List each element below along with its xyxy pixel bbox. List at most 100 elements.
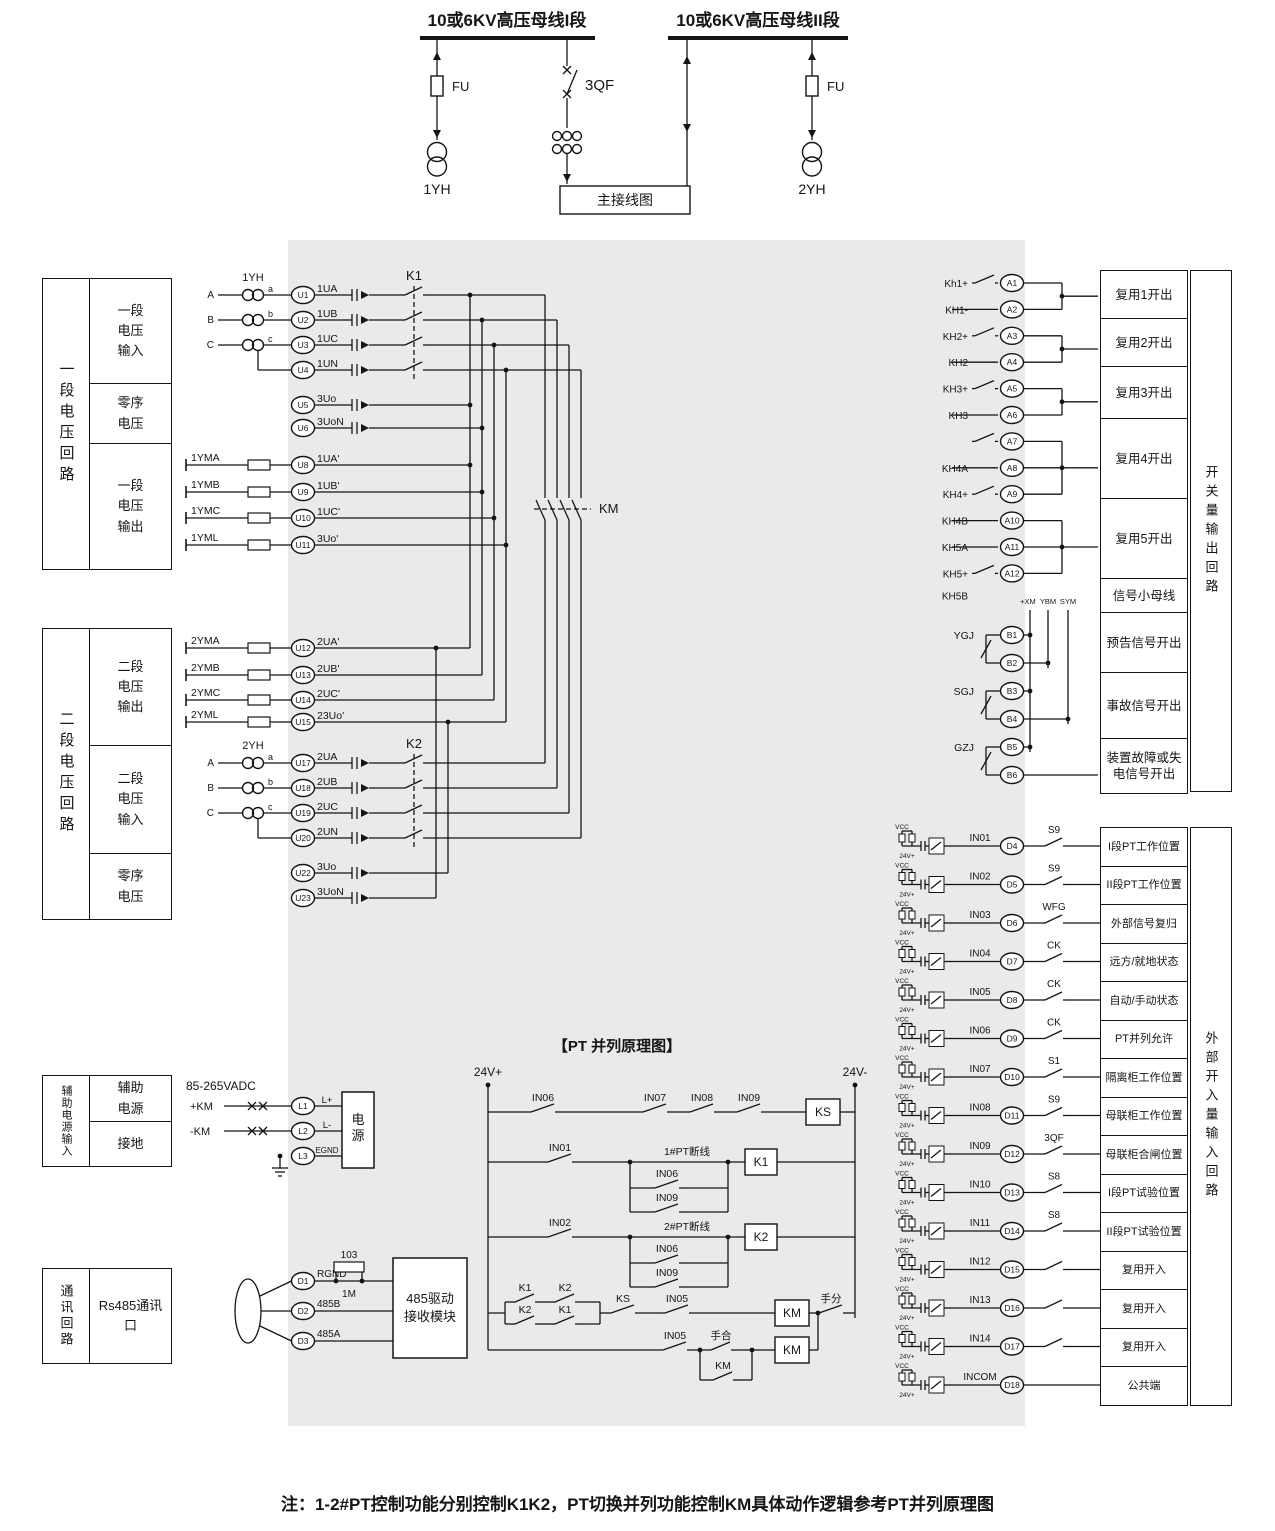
terminal-id: U1 (298, 290, 309, 300)
output-label-cell: 预告信号开出 (1100, 612, 1188, 674)
terminal-id: L3 (298, 1151, 308, 1161)
winding-circle (571, 143, 583, 155)
terminal-id: U4 (298, 365, 309, 375)
contact-blade (1044, 1029, 1063, 1040)
output-label-cell: 复用3开出 (1100, 366, 1188, 420)
contact-blade (514, 1293, 535, 1303)
opto-resistor (908, 1372, 916, 1382)
left-block-row: 二段电压输出 (90, 629, 171, 746)
rail-neg-label: 24V- (843, 1065, 868, 1079)
signal-label: 3UoN (317, 886, 344, 898)
signal-label: RGND (317, 1269, 346, 1280)
output-section-vertical-label: 开关量输出回路 (1190, 270, 1232, 792)
opto-resistor (908, 1218, 916, 1228)
v24-label: 24V+ (899, 1123, 915, 1130)
contact-blade (547, 1228, 572, 1238)
switch-label: K1 (519, 1282, 532, 1294)
line-label: 2#PT断线 (664, 1220, 711, 1233)
contact-label: KH3+ (943, 385, 968, 396)
opto-diode (930, 1072, 942, 1082)
winding-circle (551, 130, 563, 142)
terminal-id: D8 (1007, 995, 1018, 1005)
contact-label: KH2 (949, 358, 969, 369)
signal-label: 2UB (317, 776, 337, 788)
ct-arrow (361, 759, 369, 767)
terminal-id: D6 (1007, 918, 1018, 928)
contact-blade (1044, 914, 1063, 924)
winding-circle (241, 781, 255, 795)
opto-diode (930, 879, 942, 890)
breaker-blade (566, 69, 578, 95)
switch-label: K1 (559, 1304, 572, 1316)
opto-resistor (898, 1064, 906, 1074)
v24-label: 24V+ (899, 1046, 915, 1053)
signal-label: 1UB' (317, 480, 339, 492)
opto-diode (930, 1187, 942, 1198)
contact-label: KH5A (942, 543, 968, 554)
output-label-cell: 复用5开出 (1100, 498, 1188, 580)
opto-resistor (908, 833, 916, 843)
fuse (247, 694, 271, 706)
terminal-id: B2 (1007, 658, 1018, 668)
terminal-id: U19 (295, 808, 311, 818)
ct-arrow (361, 291, 369, 299)
signal-label: 3UoN (317, 416, 344, 428)
x-mark (258, 1101, 268, 1111)
qf-label: 3QF (585, 77, 614, 94)
contact-blade (554, 1293, 575, 1303)
output-label-cell: 复用4开出 (1100, 418, 1188, 500)
relay-label: GZJ (954, 742, 974, 754)
vcc-label: VCC (895, 824, 909, 831)
terminal-id: L2 (298, 1126, 308, 1136)
switch-label: 手合 (711, 1329, 732, 1342)
left-block-1: 二段电压回路二段电压输出二段电压输入零序电压 (42, 628, 172, 920)
winding-circle (241, 288, 255, 302)
terminal-id: U22 (295, 868, 311, 878)
winding-circle (571, 130, 583, 142)
junction-dot (1065, 716, 1071, 722)
cap-label: 103 (341, 1250, 358, 1261)
opto-diode (930, 956, 942, 967)
tap-label: c (268, 334, 273, 344)
junction-dot (1059, 346, 1065, 352)
opto-diode (930, 841, 942, 851)
in-label: IN01 (969, 833, 991, 844)
phase-label: A (207, 290, 214, 301)
terminal-id: U3 (298, 340, 309, 350)
v24-label: 24V+ (899, 1238, 915, 1245)
left-block-row: 零序电压 (117, 868, 144, 904)
output-label-cell: 信号小母线 (1100, 578, 1188, 614)
vcc-label: VCC (895, 1094, 909, 1101)
fuse-label: 1YMC (191, 505, 221, 517)
coil-label: K1 (754, 1155, 769, 1169)
left-block-row: 一段电压输出 (117, 478, 144, 534)
opto-resistor (898, 1218, 906, 1228)
terminal-id: A12 (1004, 568, 1019, 578)
winding-circle (801, 156, 823, 177)
km-blade (571, 499, 582, 521)
vcc-label: VCC (895, 1017, 909, 1024)
winding-circle (561, 143, 573, 155)
opto-resistor (908, 1295, 916, 1305)
switch-label: IN01 (549, 1142, 571, 1154)
terminal-id: D18 (1004, 1380, 1020, 1390)
contact-blade (710, 1341, 731, 1351)
opto-resistor (898, 1180, 906, 1189)
terminal-id: A7 (1007, 436, 1018, 446)
in-label: IN05 (969, 987, 991, 998)
terminal-id: D4 (1007, 841, 1018, 851)
contact-blade (1044, 1260, 1063, 1271)
opto-resistor (898, 1257, 906, 1266)
v24-label: 24V+ (899, 853, 915, 860)
fuse-label: 1YMA (191, 452, 220, 464)
opto-resistor (898, 949, 906, 958)
fuse-label: 2YML (191, 709, 219, 721)
switch-id: S1 (1048, 1056, 1061, 1067)
terminal-id: D5 (1007, 880, 1018, 890)
signal-label: 2UA' (317, 636, 339, 648)
fuse (805, 75, 819, 97)
winding-circle (801, 141, 823, 163)
in-label: IN14 (969, 1334, 991, 1345)
